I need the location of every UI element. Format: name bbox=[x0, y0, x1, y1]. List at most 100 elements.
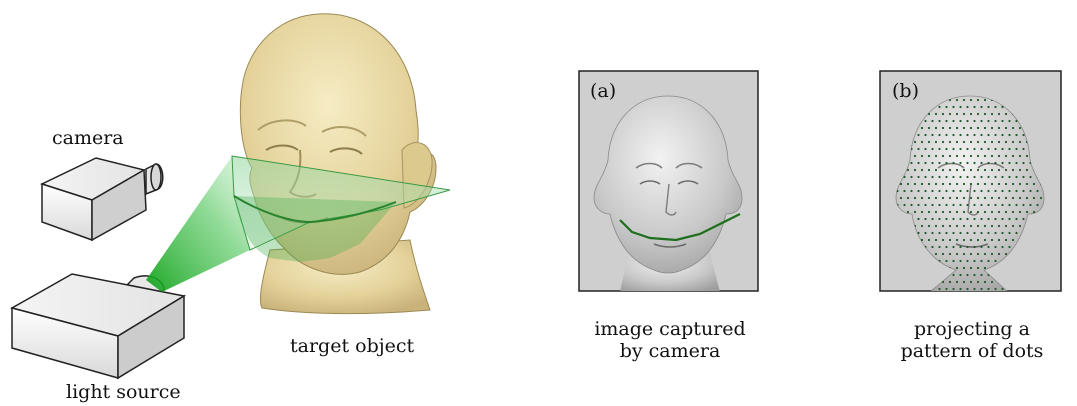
projected-dot bbox=[921, 239, 923, 241]
projected-dot bbox=[966, 204, 968, 206]
projected-dot bbox=[1001, 148, 1003, 150]
projected-dot bbox=[1022, 148, 1024, 150]
projected-dot bbox=[980, 106, 982, 108]
projected-dot bbox=[991, 253, 993, 255]
projected-dot bbox=[917, 176, 919, 178]
projected-dot bbox=[959, 274, 961, 276]
projected-dot bbox=[1005, 141, 1007, 143]
projected-dot bbox=[987, 148, 989, 150]
projected-dot bbox=[984, 127, 986, 129]
projected-dot bbox=[928, 183, 930, 185]
projected-dot bbox=[1015, 218, 1017, 220]
projected-dot bbox=[1036, 190, 1038, 192]
projected-dot bbox=[914, 197, 916, 199]
projected-dot bbox=[938, 288, 940, 290]
projected-dot bbox=[991, 225, 993, 227]
projected-dot bbox=[984, 211, 986, 213]
projected-dot bbox=[1019, 211, 1021, 213]
projected-dot bbox=[942, 141, 944, 143]
projected-dot bbox=[970, 225, 972, 227]
projected-dot bbox=[1001, 288, 1003, 290]
projected-dot bbox=[1001, 218, 1003, 220]
projected-dot bbox=[963, 141, 965, 143]
projected-dot bbox=[952, 260, 954, 262]
projected-dot bbox=[945, 232, 947, 234]
projected-dot bbox=[963, 253, 965, 255]
projected-dot bbox=[903, 190, 905, 192]
projected-dot bbox=[966, 246, 968, 248]
projected-dot bbox=[924, 176, 926, 178]
projected-dot bbox=[938, 162, 940, 164]
projected-dot bbox=[914, 183, 916, 185]
projected-dot bbox=[977, 113, 979, 115]
projected-dot bbox=[1012, 141, 1014, 143]
projected-dot bbox=[973, 176, 975, 178]
projected-dot bbox=[973, 106, 975, 108]
projected-dot bbox=[994, 148, 996, 150]
projected-dot bbox=[984, 183, 986, 185]
projected-dot bbox=[1015, 190, 1017, 192]
panel-a-caption: image captured by camera bbox=[588, 318, 752, 362]
projected-dot bbox=[942, 239, 944, 241]
projected-dot bbox=[1015, 204, 1017, 206]
projected-dot bbox=[984, 281, 986, 283]
projected-dot bbox=[1008, 218, 1010, 220]
projected-dot bbox=[952, 162, 954, 164]
projected-dot bbox=[998, 169, 1000, 171]
projected-dot bbox=[977, 281, 979, 283]
projected-dot bbox=[966, 162, 968, 164]
projected-dot bbox=[938, 246, 940, 248]
projected-dot bbox=[952, 204, 954, 206]
projected-dot bbox=[956, 239, 958, 241]
projected-dot bbox=[977, 99, 979, 101]
projected-dot bbox=[970, 267, 972, 269]
projected-dot bbox=[1029, 176, 1031, 178]
projected-dot bbox=[994, 106, 996, 108]
projected-dot bbox=[928, 239, 930, 241]
projected-dot bbox=[959, 190, 961, 192]
projected-dot bbox=[963, 183, 965, 185]
projected-dot bbox=[994, 204, 996, 206]
projected-dot bbox=[959, 120, 961, 122]
projected-dot bbox=[931, 246, 933, 248]
projected-dot bbox=[1005, 197, 1007, 199]
projected-dot bbox=[980, 246, 982, 248]
projected-dot bbox=[924, 190, 926, 192]
projected-dot bbox=[991, 281, 993, 283]
projected-dot bbox=[921, 183, 923, 185]
projected-dot bbox=[994, 218, 996, 220]
projected-dot bbox=[977, 169, 979, 171]
projected-dot bbox=[1015, 176, 1017, 178]
projected-dot bbox=[1015, 148, 1017, 150]
projected-dot bbox=[1001, 134, 1003, 136]
panel-a-caption-line1: image captured bbox=[588, 318, 752, 340]
projected-dot bbox=[973, 190, 975, 192]
projected-dot bbox=[987, 246, 989, 248]
projected-dot bbox=[914, 155, 916, 157]
projected-dot bbox=[984, 225, 986, 227]
projected-dot bbox=[1005, 155, 1007, 157]
projected-dot bbox=[1019, 183, 1021, 185]
projected-dot bbox=[956, 183, 958, 185]
projected-dot bbox=[935, 155, 937, 157]
projected-dot bbox=[1022, 204, 1024, 206]
projected-dot bbox=[987, 176, 989, 178]
projected-dot bbox=[963, 197, 965, 199]
projected-dot bbox=[1012, 211, 1014, 213]
projected-dot bbox=[935, 253, 937, 255]
projected-dot bbox=[970, 169, 972, 171]
projected-dot bbox=[907, 211, 909, 213]
projected-dot bbox=[1012, 183, 1014, 185]
projected-dot bbox=[931, 190, 933, 192]
projected-dot bbox=[935, 197, 937, 199]
projected-dot bbox=[963, 127, 965, 129]
projected-dot bbox=[970, 253, 972, 255]
projected-dot bbox=[994, 232, 996, 234]
projected-dot bbox=[987, 204, 989, 206]
projected-dot bbox=[952, 134, 954, 136]
projected-dot bbox=[966, 176, 968, 178]
projected-dot bbox=[984, 197, 986, 199]
projected-dot bbox=[966, 218, 968, 220]
projected-dot bbox=[907, 197, 909, 199]
projected-dot bbox=[994, 162, 996, 164]
